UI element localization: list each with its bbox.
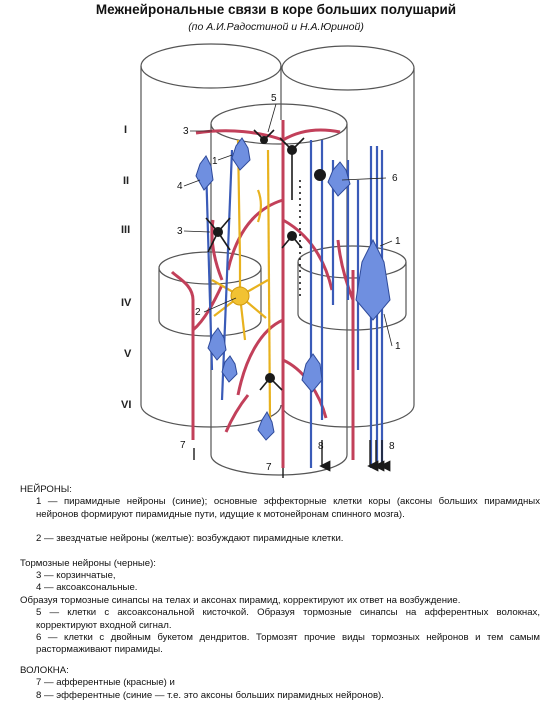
legend-item-5: 5 — клетки с аксоаксональной кисточкой. … <box>36 607 540 631</box>
legend-item-3: 3 — корзинчатые, <box>36 570 116 582</box>
legend: НЕЙРОНЫ: 1 — пирамидные нейроны (синие);… <box>20 484 540 702</box>
layer-label-v: V <box>124 348 132 360</box>
inhibitory-neurons <box>205 129 326 391</box>
legend-inhibitory-heading: Тормозные нейроны (черные): <box>20 557 156 569</box>
stellate-neuron-2 <box>211 139 272 421</box>
layer-label-iii: III <box>121 224 130 236</box>
callout-5: 5 <box>271 93 277 104</box>
legend-neurons-heading: НЕЙРОНЫ: <box>20 484 72 495</box>
callout-8-right: 8 <box>389 441 395 452</box>
legend-item-8: 8 — эфферентные (синие — т.е. это аксоны… <box>36 689 384 701</box>
callout-4: 4 <box>177 181 183 192</box>
legend-item-4: 4 — аксоаксональные. <box>36 582 138 594</box>
pyramidal-neurons-1 <box>195 137 391 441</box>
legend-inhibitory-note: Образуя тормозные синапсы на телах и акс… <box>20 594 461 606</box>
legend-item-1: 1 — пирамидные нейроны (синие); основные… <box>36 496 540 520</box>
callout-7-left: 7 <box>180 440 186 451</box>
callout-7-bottom: 7 <box>266 462 272 473</box>
leader-lines <box>183 103 393 347</box>
callout-6: 6 <box>392 173 398 184</box>
page-subtitle: (по А.И.Радостиной и Н.А.Юриной) <box>188 21 364 33</box>
callout-3-basket-iii: 3 <box>177 226 183 237</box>
callout-1-pyramidal-iii: 1 <box>395 236 401 247</box>
layer-label-iv: IV <box>121 297 132 309</box>
legend-fibers-heading: ВОЛОКНА: <box>20 664 69 676</box>
callout-3-basket-top: 3 <box>183 126 189 137</box>
callout-1-pyramidal-ii: 1 <box>212 156 218 167</box>
layer-label-i: I <box>124 124 127 136</box>
efferent-arrows <box>193 440 391 478</box>
legend-item-7: 7 — афферентные (красные) и <box>36 677 175 689</box>
legend-item-6: 6 — клетки с двойным букетом дендритов. … <box>36 632 540 656</box>
legend-item-2: 2 — звездчатые нейроны (желтые): возбужд… <box>36 533 344 545</box>
callout-8-left: 8 <box>318 441 324 452</box>
callout-2: 2 <box>195 307 201 318</box>
callout-1-pyramidal-v: 1 <box>395 341 401 352</box>
layer-label-vi: VI <box>121 399 131 411</box>
page-title: Межнейрональные связи в коре больших пол… <box>95 2 457 17</box>
layer-label-ii: II <box>123 175 129 187</box>
cortex-diagram: I II III IV V VI <box>121 43 415 478</box>
